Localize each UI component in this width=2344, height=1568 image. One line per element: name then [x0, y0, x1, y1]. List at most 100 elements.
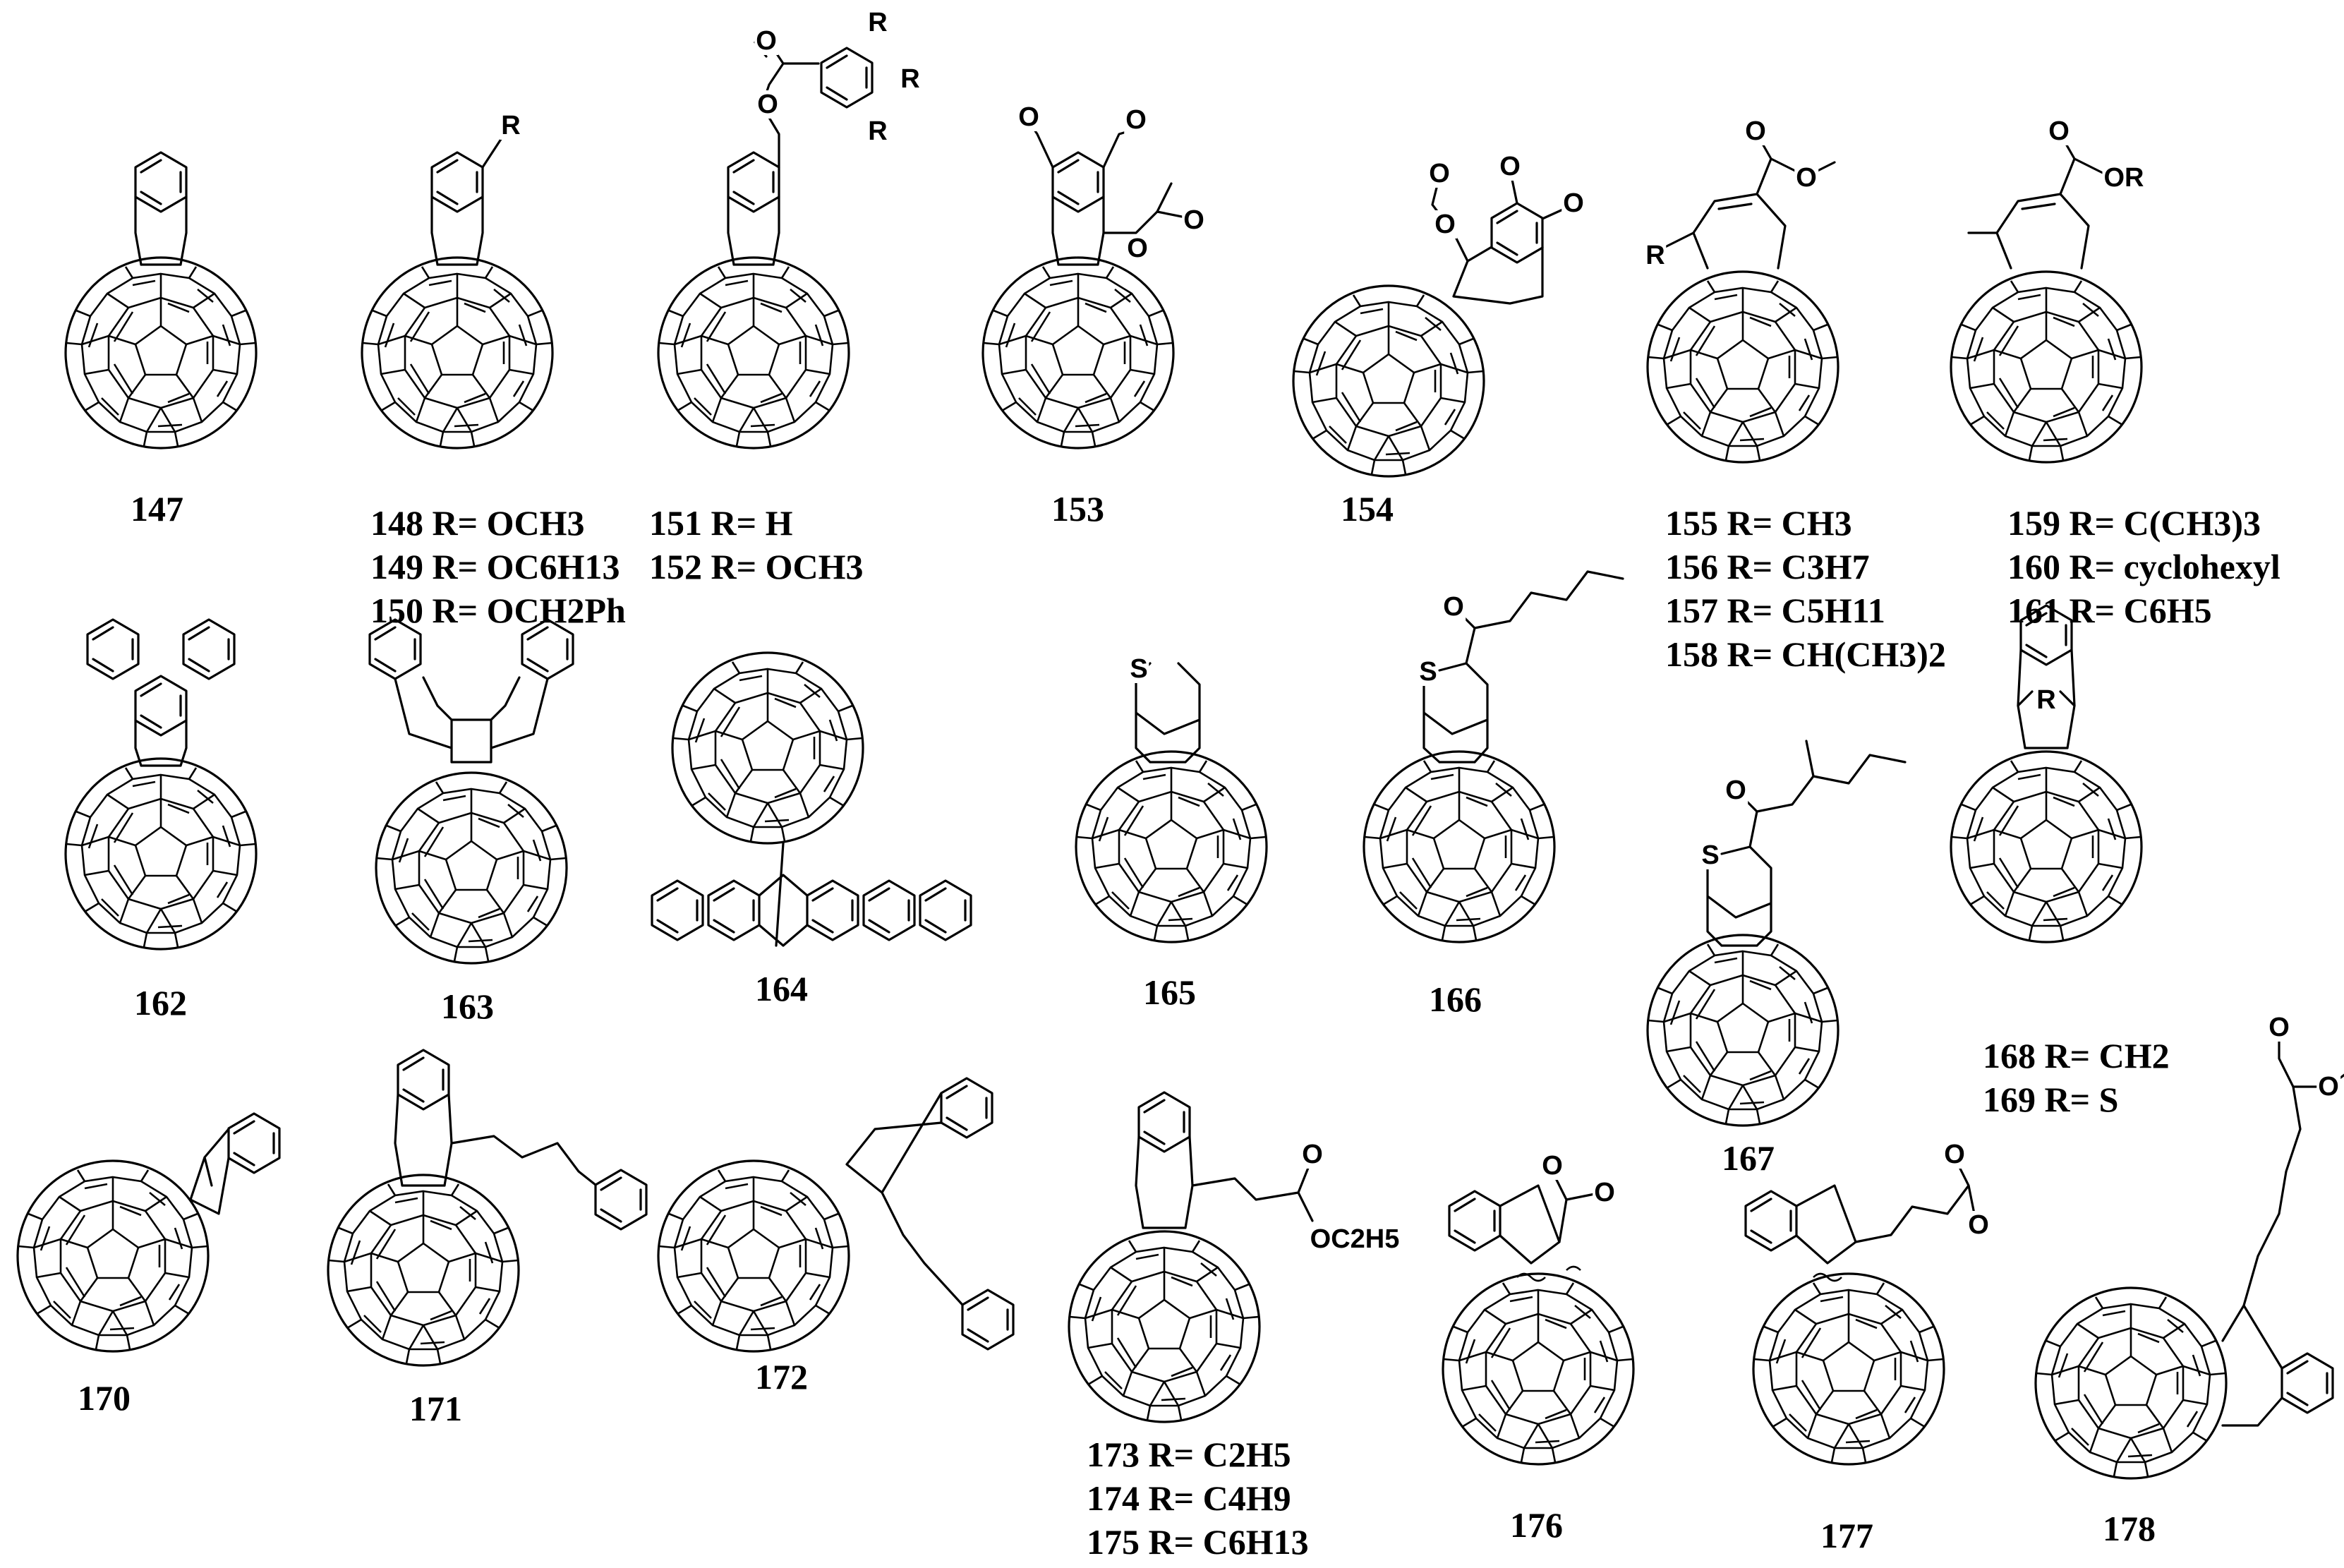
label-line: 164 — [755, 969, 808, 1008]
compound-178-structure — [2034, 1029, 2344, 1480]
label-178: 178 — [2103, 1507, 2156, 1550]
compound-147-structure — [64, 151, 258, 450]
label-line: 163 — [441, 987, 494, 1026]
compound-165-structure — [1075, 662, 1268, 943]
atom-o1-176: O — [1540, 1151, 1564, 1181]
compound-155-158-structure — [1646, 133, 1839, 464]
atom-o2-154: O — [1427, 159, 1451, 188]
atom-r1-151: R — [866, 8, 889, 37]
label-163: 163 — [441, 984, 494, 1028]
label-154: 154 — [1341, 487, 1394, 531]
label-147: 147 — [131, 487, 183, 531]
atom-o-151: O — [754, 26, 778, 56]
label-line: 175 R= C6H13 — [1087, 1522, 1309, 1562]
atom-o1-178: O — [2267, 1013, 2291, 1042]
compound-153-structure — [981, 111, 1194, 450]
label-line: 151 R= H — [649, 503, 793, 543]
atom-o2-178: O — [2316, 1072, 2340, 1102]
label-159-161: 159 R= C(CH3)3 160 R= cyclohexyl 161 R= … — [2007, 501, 2280, 632]
label-151-152: 151 R= H 152 R= OCH3 — [649, 501, 864, 589]
label-line: 152 R= OCH3 — [649, 547, 864, 586]
atom-o2-155: O — [1794, 163, 1818, 193]
label-line: 154 — [1341, 489, 1394, 529]
compound-163-structure — [368, 618, 574, 965]
atom-s-165: S — [1128, 654, 1149, 684]
compound-177-structure — [1744, 1156, 1977, 1466]
atom-o-166: O — [1442, 592, 1466, 622]
label-line: 159 R= C(CH3)3 — [2007, 503, 2261, 543]
compound-176-structure — [1442, 1170, 1635, 1466]
label-line: 160 R= cyclohexyl — [2007, 547, 2280, 586]
compound-166-structure — [1363, 570, 1624, 943]
label-line: 158 R= CH(CH3)2 — [1665, 634, 1946, 674]
label-line: 157 R= C5H11 — [1665, 591, 1885, 630]
atom-o2-177: O — [1967, 1210, 1990, 1240]
label-line: 173 R= C2H5 — [1087, 1435, 1291, 1474]
label-line: 149 R= OC6H13 — [370, 547, 620, 586]
atom-o1-177: O — [1943, 1140, 1967, 1169]
atom-o2-153: O — [1124, 105, 1148, 135]
label-173-175: 173 R= C2H5 174 R= C4H9 175 R= C6H13 — [1087, 1433, 1309, 1564]
label-line: 165 — [1143, 972, 1196, 1012]
compound-148-150-structure — [361, 131, 554, 450]
atom-o1-155: O — [1744, 116, 1768, 146]
atom-o-167: O — [1724, 776, 1748, 805]
atom-o3-153: O — [1125, 234, 1149, 263]
label-line: 169 R= S — [1983, 1080, 2119, 1119]
atom-oc2h5-173: OC2H5 — [1308, 1224, 1401, 1254]
compound-167-structure — [1646, 740, 1907, 1127]
compound-159-161-structure — [1950, 133, 2143, 464]
atom-s-167: S — [1700, 840, 1721, 870]
label-line: 166 — [1429, 979, 1482, 1019]
label-line: 177 — [1820, 1516, 1873, 1555]
atom-or-159: OR — [2102, 163, 2146, 193]
compound-168-169-structure — [1950, 604, 2143, 943]
label-153: 153 — [1051, 487, 1104, 531]
label-line: 150 R= OCH2Ph — [370, 591, 626, 630]
atom-r-155: R — [1644, 241, 1667, 270]
label-164: 164 — [755, 967, 808, 1011]
label-162: 162 — [134, 981, 187, 1025]
compound-172-structure — [657, 1077, 1015, 1353]
label-167: 167 — [1722, 1136, 1775, 1180]
label-line: 171 — [409, 1389, 462, 1428]
label-line: 174 R= C4H9 — [1087, 1478, 1291, 1518]
label-line: 167 — [1722, 1138, 1775, 1178]
label-line: 148 R= OCH3 — [370, 503, 585, 543]
atom-r-148: R — [500, 111, 522, 140]
label-line: 153 — [1051, 489, 1104, 529]
label-line: 170 — [78, 1378, 131, 1418]
compound-162-structure — [64, 618, 258, 951]
compound-164-structure — [651, 651, 972, 947]
atom-o2-176: O — [1593, 1178, 1617, 1207]
label-line: 172 — [755, 1357, 808, 1397]
label-148-150: 148 R= OCH3 149 R= OC6H13 150 R= OCH2Ph — [370, 501, 626, 632]
label-line: 176 — [1510, 1505, 1563, 1545]
atom-o3-154: O — [1561, 188, 1585, 218]
label-155-158: 155 R= CH3 156 R= C3H7 157 R= C5H11 158 … — [1665, 501, 1946, 676]
atom-o-173: O — [1300, 1140, 1324, 1169]
atom-o-159: O — [2047, 116, 2071, 146]
label-176: 176 — [1510, 1503, 1563, 1547]
atom-o-151b: O — [756, 90, 780, 119]
atom-o1-153: O — [1017, 102, 1041, 132]
label-165: 165 — [1143, 970, 1196, 1014]
compound-171-structure — [327, 1049, 648, 1367]
label-170: 170 — [78, 1376, 131, 1420]
label-166: 166 — [1429, 977, 1482, 1021]
label-177: 177 — [1820, 1514, 1873, 1557]
label-line: 147 — [131, 489, 183, 529]
label-line: 161 R= C6H5 — [2007, 591, 2212, 630]
compound-170-structure — [16, 1112, 281, 1353]
atom-r2-151: R — [899, 64, 922, 94]
atom-s-166: S — [1418, 657, 1439, 687]
compound-151-152-structure — [657, 41, 874, 450]
label-line: 168 R= CH2 — [1983, 1036, 2170, 1075]
compound-173-175-structure — [1068, 1091, 1314, 1423]
atom-r-168: R — [2035, 685, 2058, 715]
label-168-169: 168 R= CH2 169 R= S — [1983, 1034, 2170, 1121]
label-172: 172 — [755, 1355, 808, 1399]
label-171: 171 — [409, 1387, 462, 1430]
